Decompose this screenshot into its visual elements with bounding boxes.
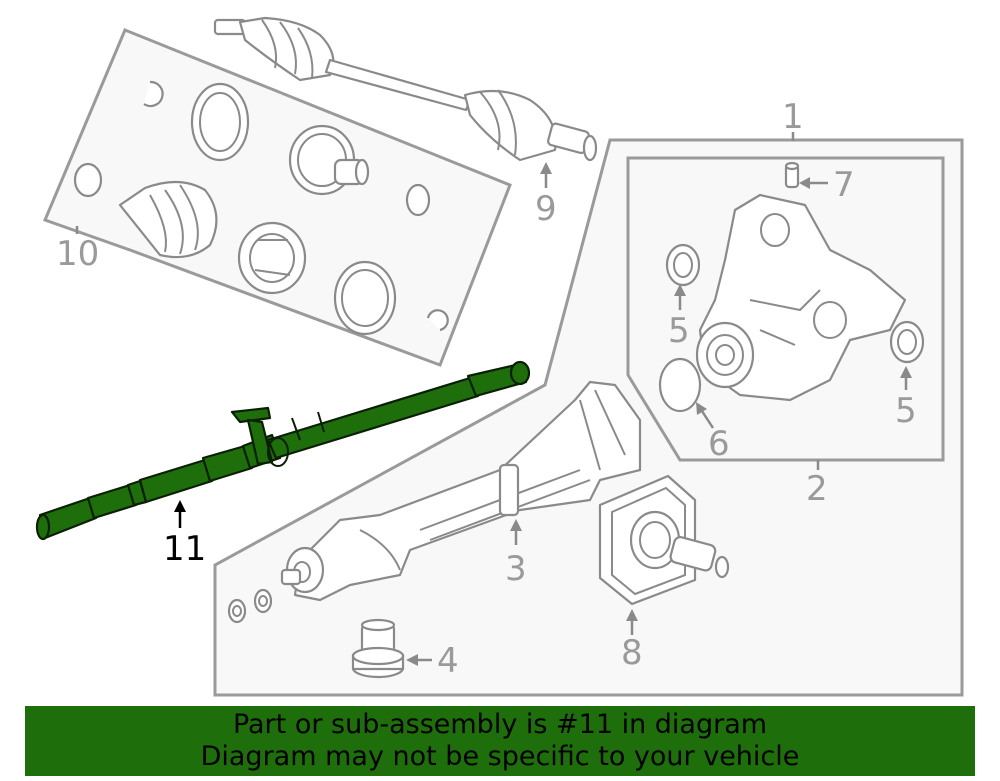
part-9-axle-shaft[interactable] <box>213 16 598 162</box>
banner-line-1: Part or sub-assembly is #11 in diagram <box>232 709 768 740</box>
bushing-part[interactable] <box>73 162 103 198</box>
part-8-cover-flange[interactable] <box>598 474 730 606</box>
callout-6: 6 <box>708 424 730 464</box>
callout-3: 3 <box>505 549 527 589</box>
parts-diagram: 7 5 5 6 3 4 <box>35 16 964 697</box>
callout-8: 8 <box>621 633 643 673</box>
part-11-drive-shaft[interactable] <box>35 360 531 541</box>
callout-2: 2 <box>806 469 828 509</box>
part-3-carrier[interactable] <box>280 380 642 602</box>
cv-boot-part[interactable] <box>118 180 218 259</box>
callout-5-left: 5 <box>668 311 690 351</box>
callout-4: 4 <box>437 641 459 681</box>
washer-part-b[interactable] <box>253 588 273 614</box>
part-5-seal-right[interactable] <box>889 320 925 364</box>
banner-line-2: Diagram may not be specific to your vehi… <box>200 741 800 772</box>
callout-7: 7 <box>833 165 855 205</box>
part-4-mount-bushing[interactable] <box>351 618 405 679</box>
differential-housing-part[interactable] <box>695 193 907 402</box>
notice-banner: Part or sub-assembly is #11 in diagram D… <box>25 706 975 776</box>
callout-11: 11 <box>163 529 206 569</box>
panel-10-cv-kit <box>42 28 512 367</box>
washer-part-a[interactable] <box>227 598 247 624</box>
callout-10: 10 <box>56 234 99 274</box>
snap-ring-part[interactable] <box>143 80 164 108</box>
callout-9: 9 <box>535 189 557 229</box>
part-6-o-ring[interactable] <box>658 357 702 413</box>
part-5-seal-left[interactable] <box>665 243 701 287</box>
clamp-ring-part[interactable] <box>333 260 397 336</box>
cv-joint-housing-part[interactable] <box>288 124 370 196</box>
tripod-housing-part[interactable] <box>237 221 307 295</box>
callout-1: 1 <box>782 97 804 137</box>
clip-part[interactable] <box>426 309 449 332</box>
callout-5-right: 5 <box>895 391 917 431</box>
part-7-plug[interactable] <box>784 161 800 189</box>
sleeve-part[interactable] <box>405 183 431 217</box>
